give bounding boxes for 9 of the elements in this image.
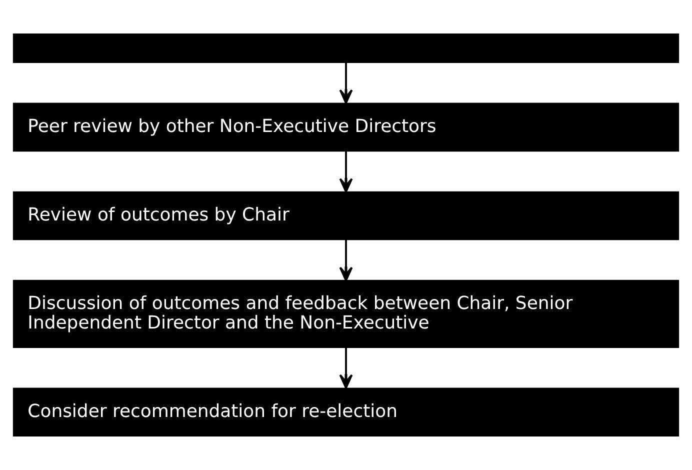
node-box: Consider recommendation for re-election xyxy=(12,388,680,436)
arrow xyxy=(339,62,353,104)
node-box: Discussion of outcomes and feedback between Chair, Senior Independent Director and the Non-Executive xyxy=(12,280,680,348)
node-bar xyxy=(12,34,680,64)
arrow xyxy=(339,240,353,282)
arrow xyxy=(339,348,353,389)
arrow xyxy=(339,151,353,193)
node-box: Review of outcomes by Chair xyxy=(12,191,680,240)
node-box: Peer review by other Non-Executive Directors xyxy=(12,102,680,152)
